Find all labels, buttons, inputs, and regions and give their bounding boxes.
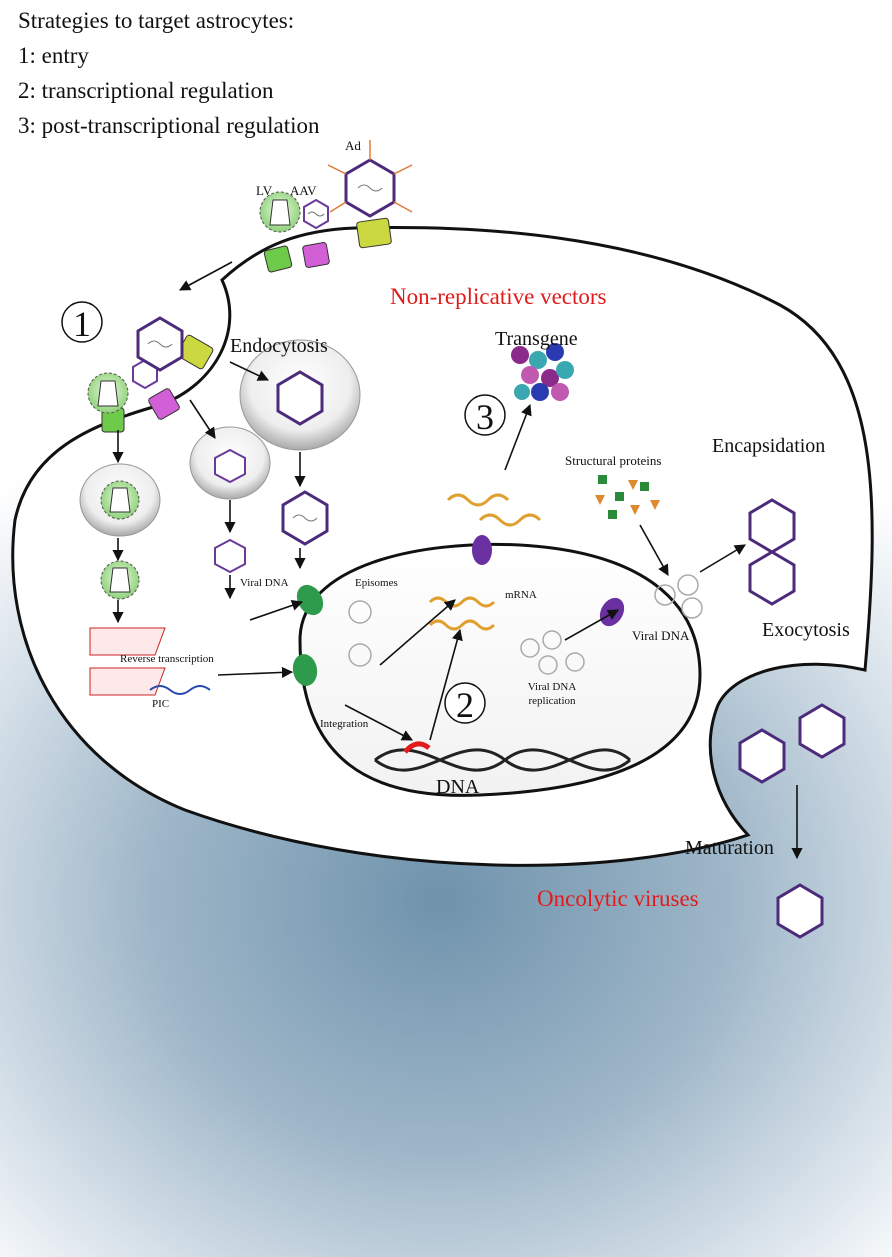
figure-title: Strategies to target astrocytes: bbox=[18, 8, 295, 33]
transgene-protein-cluster bbox=[511, 343, 574, 401]
nucleus bbox=[298, 542, 702, 797]
viral-dna-label-left: Viral DNA bbox=[240, 577, 289, 589]
integration-label: Integration bbox=[320, 718, 369, 730]
encapsidation-label: Encapsidation bbox=[712, 435, 825, 457]
endocytosis-label: Endocytosis bbox=[230, 335, 328, 357]
dna-label: DNA bbox=[436, 776, 480, 798]
svg-text:3: 3 bbox=[476, 397, 494, 437]
mrna-strands bbox=[428, 493, 542, 631]
episomes-label: Episomes bbox=[355, 577, 398, 589]
maturation-label: Maturation bbox=[685, 837, 774, 859]
episome-circles bbox=[348, 574, 703, 675]
step-marker-2: 2 bbox=[444, 682, 486, 725]
nuclear-pores bbox=[292, 535, 625, 686]
transgene-label: Transgene bbox=[495, 328, 578, 350]
replication-label-line1: Viral DNA bbox=[528, 681, 577, 693]
ad-label: Ad bbox=[345, 138, 361, 153]
replication-label-line2: replication bbox=[528, 695, 576, 707]
step-marker-1: 1 bbox=[61, 301, 103, 344]
structural-proteins bbox=[595, 475, 660, 519]
viral-dna-label-right: Viral DNA bbox=[632, 628, 690, 643]
non-replicative-label: Non-replicative vectors bbox=[390, 284, 607, 309]
step-marker-3: 3 bbox=[464, 394, 506, 437]
genomic-dna-helix bbox=[374, 741, 631, 772]
aav-label: AAV bbox=[290, 183, 317, 198]
pic-label: PIC bbox=[152, 698, 169, 710]
rt-capsid-2 bbox=[89, 667, 166, 696]
mrna-label: mRNA bbox=[505, 589, 537, 601]
pic-complex bbox=[149, 685, 211, 695]
strategy-post-transcriptional: 3: post-transcriptional regulation bbox=[18, 113, 320, 138]
flow-arrows bbox=[112, 261, 803, 860]
oncolytic-label: Oncolytic viruses bbox=[537, 886, 699, 911]
exocytosis-label: Exocytosis bbox=[762, 619, 850, 641]
virus-particles bbox=[87, 140, 846, 939]
rt-capsid-1 bbox=[89, 627, 166, 656]
reverse-transcription-label: Reverse transcription bbox=[120, 653, 214, 665]
svg-text:2: 2 bbox=[456, 685, 474, 725]
lv-label: LV bbox=[256, 183, 273, 198]
svg-text:1: 1 bbox=[73, 304, 91, 344]
strategy-entry: 1: entry bbox=[18, 43, 89, 68]
structural-proteins-label: Structural proteins bbox=[565, 453, 661, 468]
strategy-transcriptional: 2: transcriptional regulation bbox=[18, 78, 274, 103]
